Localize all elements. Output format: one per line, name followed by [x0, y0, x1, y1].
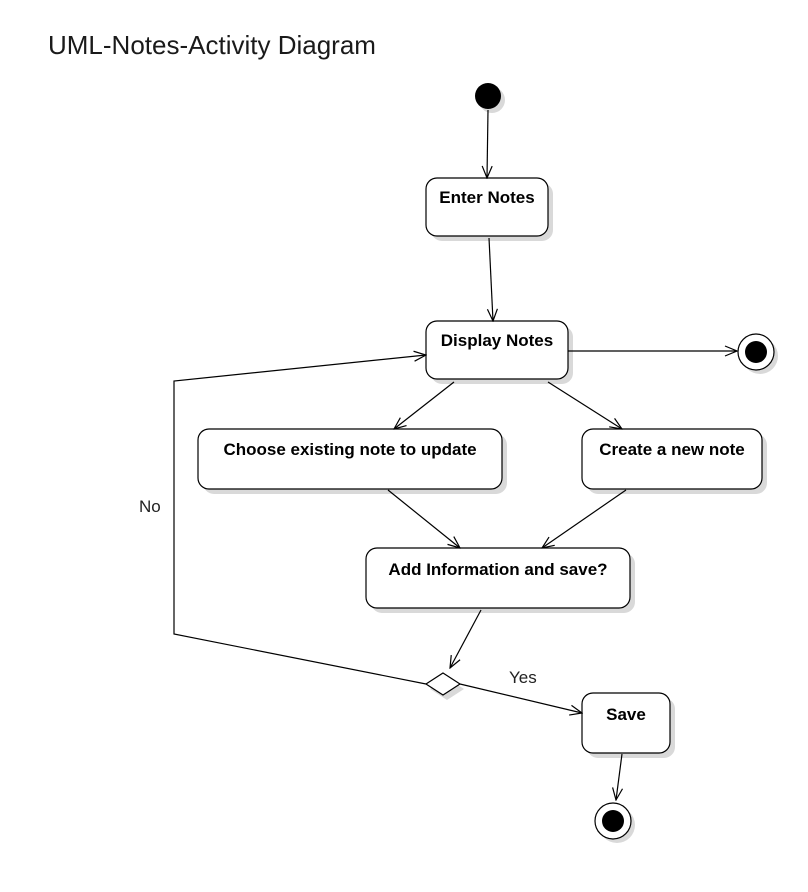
action-enter-notes-label: Enter Notes — [439, 188, 534, 207]
final-node-bottom — [594, 802, 635, 843]
edge-initial-to-enter-notes — [487, 109, 488, 178]
edge-save-to-final — [616, 753, 622, 800]
initial-node — [475, 83, 505, 113]
final-node-right — [737, 333, 778, 374]
edge-decision-yes-to-save — [459, 683, 582, 713]
edge-display-to-create-new — [547, 381, 622, 429]
edge-enter-to-display-notes — [489, 237, 493, 321]
edge-display-to-choose-existing — [394, 381, 455, 429]
action-display-notes-label: Display Notes — [441, 331, 553, 350]
action-create-new-note-label: Create a new note — [599, 440, 745, 459]
action-save[interactable]: Save — [581, 692, 675, 758]
edge-create-new-to-add-info — [542, 489, 627, 548]
edge-add-info-to-decision — [450, 609, 482, 668]
action-add-information-label: Add Information and save? — [388, 560, 607, 579]
action-choose-existing-note-label: Choose existing note to update — [223, 440, 476, 459]
action-save-label: Save — [606, 705, 646, 724]
action-enter-notes[interactable]: Enter Notes — [425, 177, 553, 241]
action-add-information[interactable]: Add Information and save? — [365, 547, 635, 613]
action-create-new-note[interactable]: Create a new note — [581, 428, 767, 494]
decision-node — [424, 672, 464, 700]
edge-label-no: No — [139, 497, 161, 516]
edge-label-yes: Yes — [509, 668, 537, 687]
edge-choose-existing-to-add-info — [387, 489, 460, 548]
action-display-notes[interactable]: Display Notes — [425, 320, 573, 384]
diagram-title: UML-Notes-Activity Diagram — [48, 30, 376, 60]
action-choose-existing-note[interactable]: Choose existing note to update — [197, 428, 507, 494]
edge-decision-no-to-display — [173, 355, 426, 685]
